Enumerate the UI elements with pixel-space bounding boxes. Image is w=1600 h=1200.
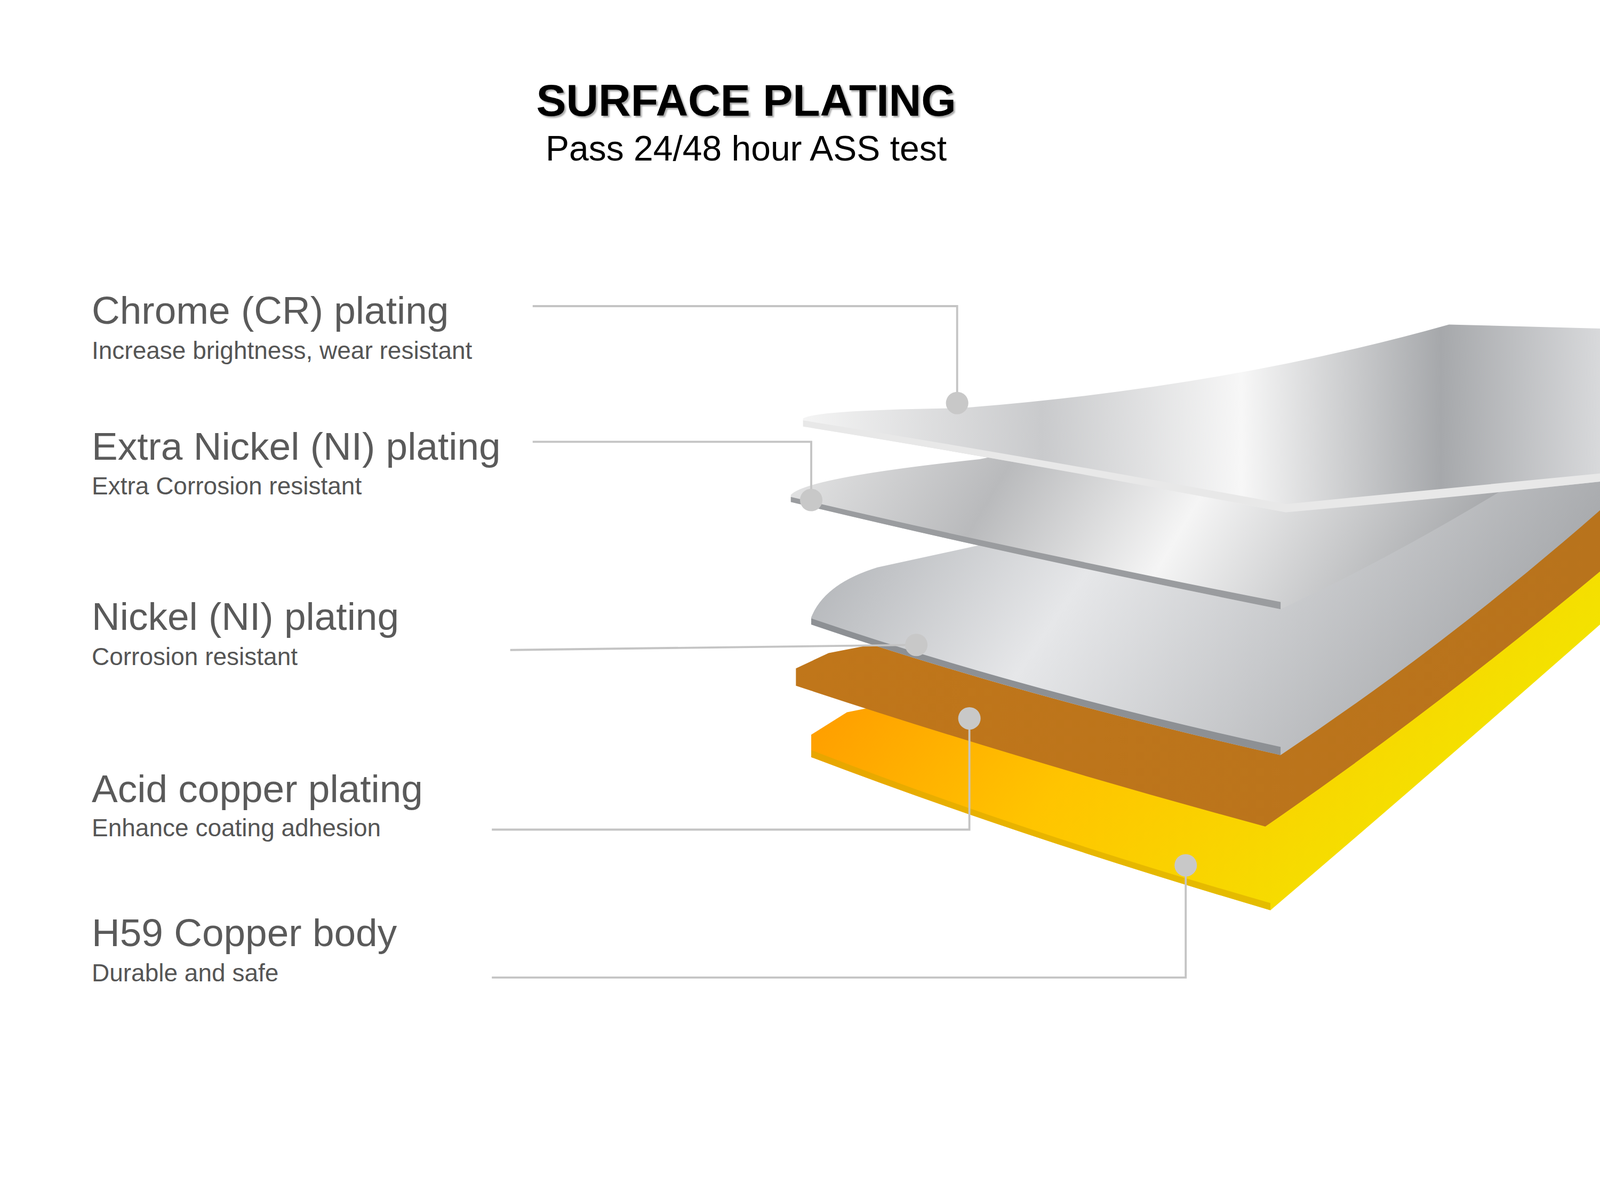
subtitle: Pass 24/48 hour ASS test <box>545 128 947 169</box>
leader-line <box>510 644 917 651</box>
leader-line <box>491 718 970 830</box>
layer-description: Extra Corrosion resistant <box>91 471 362 501</box>
leader-lines <box>491 306 1186 978</box>
leader-dot <box>1174 853 1197 877</box>
leader-dot <box>958 707 981 730</box>
leader-line <box>491 865 1186 978</box>
layer-name: Acid copper plating <box>91 766 423 811</box>
leader-dot <box>905 633 928 656</box>
title: SURFACE PLATING <box>536 74 956 127</box>
chrome-layer <box>803 324 1600 512</box>
layer-name: Chrome (CR) plating <box>91 288 449 333</box>
leader-dot <box>946 392 969 415</box>
chrome-edge <box>803 420 1600 512</box>
leader-line <box>532 441 812 500</box>
extra-nickel-edge <box>790 497 1281 610</box>
layer-description: Durable and safe <box>91 958 279 988</box>
layer-stack <box>790 324 1600 910</box>
layer-description: Enhance coating adhesion <box>91 813 381 843</box>
leader-dots <box>800 392 1197 877</box>
layer-description: Increase brightness, wear resistant <box>91 336 472 365</box>
nickel-edge <box>811 618 1281 755</box>
layer-name: H59 Copper body <box>91 910 397 955</box>
layer-name: Extra Nickel (NI) plating <box>91 424 501 469</box>
layer-description: Corrosion resistant <box>91 642 298 671</box>
leader-dot <box>800 488 823 511</box>
layer-name: Nickel (NI) plating <box>91 594 399 639</box>
leader-line <box>532 306 958 404</box>
